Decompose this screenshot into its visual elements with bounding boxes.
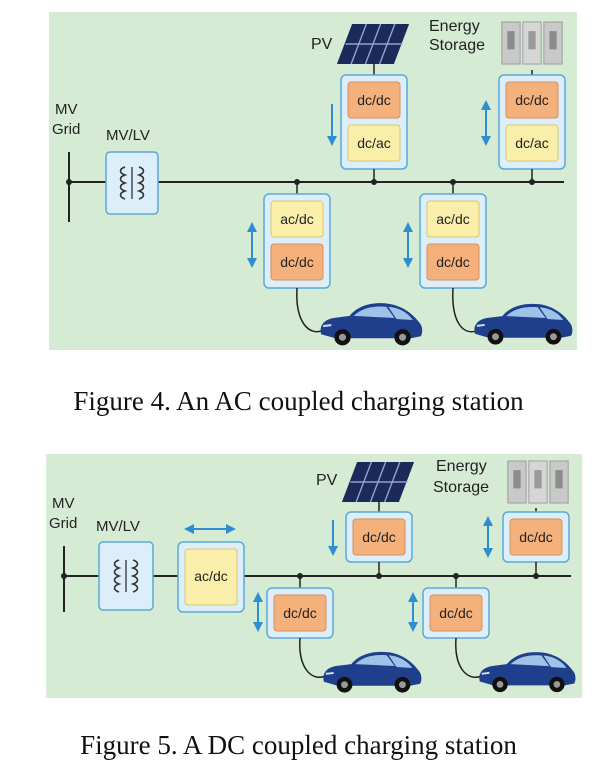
battery-icon: [501, 21, 563, 65]
charger-1-cable: [296, 287, 325, 333]
pv-dcdc-box: [352, 518, 406, 556]
charger-2-dcdc-box: [429, 594, 483, 632]
charger-2-acdc-label: ac/dc: [436, 211, 469, 227]
transformer-label: MV/LV: [106, 127, 150, 144]
pv-label: PV: [311, 36, 333, 53]
storage-dcdc-box: [509, 518, 563, 556]
mv-grid-label-line1: MV: [52, 495, 75, 512]
battery-icon: [507, 460, 569, 504]
main-acdc-box: [184, 548, 238, 606]
storage-dcdc-box: [505, 81, 559, 119]
energy-storage-label-line1: Energy: [436, 458, 487, 475]
pv-dcdc-label: dc/dc: [357, 92, 390, 108]
figure-4-diagram: MV Grid MV/LV PV dc/dc dc/ac Energy Stor…: [49, 12, 577, 350]
mv-grid-label-line1: MV: [55, 101, 78, 118]
storage-dcac-label: dc/ac: [515, 135, 548, 151]
storage-dcdc-label: dc/dc: [515, 92, 548, 108]
energy-storage-label-line2: Storage: [429, 37, 485, 54]
energy-storage-label-line1: Energy: [429, 18, 480, 35]
transformer-label: MV/LV: [96, 518, 140, 535]
charger-1-dcdc-box: [273, 594, 327, 632]
pv-dcdc-box: [347, 81, 401, 119]
charger-2-dcdc-label: dc/dc: [439, 605, 472, 621]
storage-dcdc-label: dc/dc: [519, 529, 552, 545]
charger-2-dcdc-box: [426, 243, 480, 281]
energy-storage-label-line2: Storage: [433, 479, 489, 496]
charger-2-cable: [455, 637, 483, 678]
storage-dcac-box: [505, 124, 559, 162]
mv-grid-label-line2: Grid: [52, 121, 80, 138]
charger-2-dcdc-label: dc/dc: [436, 254, 469, 270]
figure-5-diagram: MV Grid MV/LV ac/dc PV dc/dc Energy Stor…: [46, 454, 582, 698]
charger-2-acdc-box: [426, 200, 480, 238]
charger-1-dcdc-label: dc/dc: [280, 254, 313, 270]
pv-dcdc-label: dc/dc: [362, 529, 395, 545]
pv-dcac-box: [347, 124, 401, 162]
charger-1-acdc-box: [270, 200, 324, 238]
main-acdc-label: ac/dc: [194, 568, 227, 584]
charger-1-dcdc-box: [270, 243, 324, 281]
charger-1-acdc-label: ac/dc: [280, 211, 313, 227]
charger-1-dcdc-label: dc/dc: [283, 605, 316, 621]
figure-4-caption: Figure 4. An AC coupled charging station: [73, 386, 524, 416]
charger-1-cable: [299, 637, 327, 678]
pv-dcac-label: dc/ac: [357, 135, 390, 151]
mv-grid-label-line2: Grid: [49, 515, 77, 532]
pv-label: PV: [316, 472, 338, 489]
figure-5-caption: Figure 5. A DC coupled charging station: [80, 730, 517, 760]
